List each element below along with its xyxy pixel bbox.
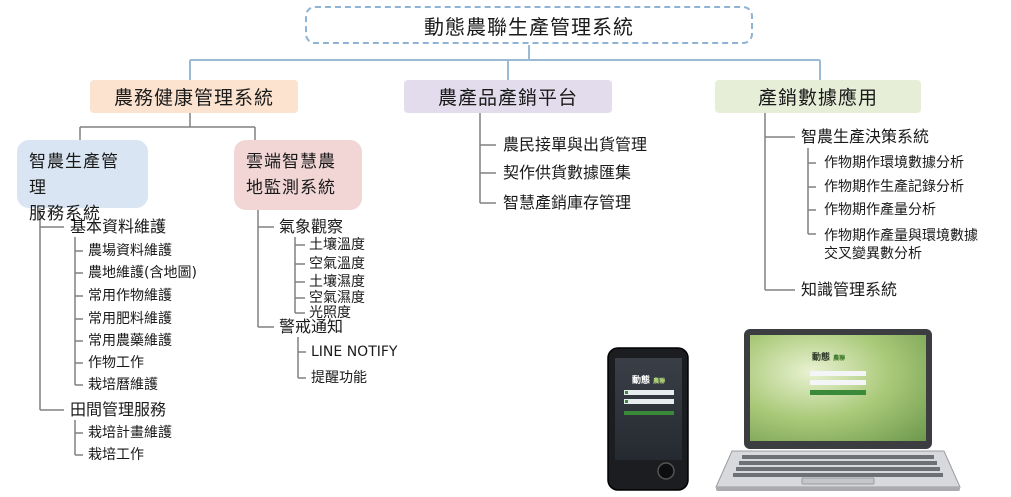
list-item: 提醒功能 <box>311 370 367 386</box>
phone-logo: 動態 農聯 <box>632 373 665 386</box>
list-item: 作物期作生產記錄分析 <box>824 179 964 195</box>
list-item: 常用肥料維護 <box>88 311 172 327</box>
phone-illustration: 動態 農聯 <box>606 346 690 492</box>
list-item: 栽培曆維護 <box>88 377 158 393</box>
list-item: 契作供貨數據匯集 <box>503 163 632 182</box>
category-label: 農產品產銷平台 <box>437 87 578 109</box>
farm-service-box: 智農生產管理 服務系統 <box>17 140 148 224</box>
laptop-icon <box>715 329 961 491</box>
category-data-app: 產銷數據應用 <box>715 80 921 113</box>
list-item: 常用農藥維護 <box>88 333 172 349</box>
group-field-management: 田間管理服務 <box>70 400 167 419</box>
list-item: 作物工作 <box>88 355 144 371</box>
group-alert: 警戒通知 <box>279 317 344 336</box>
group-knowledge: 知識管理系統 <box>801 280 898 299</box>
category-farm-health: 農務健康管理系統 <box>90 80 298 113</box>
list-item: 栽培工作 <box>88 447 144 463</box>
root-title: 動態農聯生產管理系統 <box>424 14 634 39</box>
phone-icon <box>607 347 689 491</box>
farm-service-title-line2: 服務系統 <box>29 204 101 224</box>
list-item: 土壤濕度 <box>309 274 365 290</box>
laptop-logo-text: 動態 <box>812 353 831 363</box>
laptop-logo: 動態 農聯 <box>812 350 845 363</box>
group-basic-data: 基本資料維護 <box>70 217 167 236</box>
group-weather: 氣象觀察 <box>279 217 344 236</box>
laptop-illustration: 動態 農聯 <box>714 327 962 493</box>
list-item: 農場資料維護 <box>88 243 172 259</box>
farm-service-title-line1: 智農生產管理 <box>29 152 119 198</box>
phone-logo-text: 動態 <box>632 376 651 386</box>
list-item: 光照度 <box>309 305 351 321</box>
category-label: 產銷數據應用 <box>757 87 878 109</box>
laptop-logo-sub: 農聯 <box>833 355 846 362</box>
list-item: 作物期作產量分析 <box>824 202 936 218</box>
category-platform: 農產品產銷平台 <box>404 80 612 113</box>
list-item: 交叉變異數分析 <box>824 246 922 262</box>
list-item: 栽培計畫維護 <box>88 425 172 441</box>
group-decision: 智農生產決策系統 <box>801 127 930 146</box>
root-title-box: 動態農聯生產管理系統 <box>305 6 753 44</box>
list-item: 作物期作產量與環境數據 <box>824 228 978 244</box>
cloud-monitor-box: 雲端智慧農 地監測系統 <box>234 140 362 210</box>
phone-logo-sub: 農聯 <box>653 378 666 385</box>
list-item: 智慧產銷庫存管理 <box>503 193 632 212</box>
list-item: 農民接單與出貨管理 <box>503 135 648 154</box>
list-item: 空氣濕度 <box>309 290 365 306</box>
list-item: 土壤溫度 <box>309 237 365 253</box>
list-item: 空氣溫度 <box>309 256 365 272</box>
cloud-monitor-title-line1: 雲端智慧農 <box>246 152 336 172</box>
list-item: 作物期作環境數據分析 <box>824 155 964 171</box>
list-item: 農地維護(含地圖) <box>88 265 197 281</box>
list-item: 常用作物維護 <box>88 288 172 304</box>
cloud-monitor-title-line2: 地監測系統 <box>246 178 336 198</box>
list-item: LINE NOTIFY <box>311 344 398 360</box>
category-label: 農務健康管理系統 <box>113 87 274 109</box>
